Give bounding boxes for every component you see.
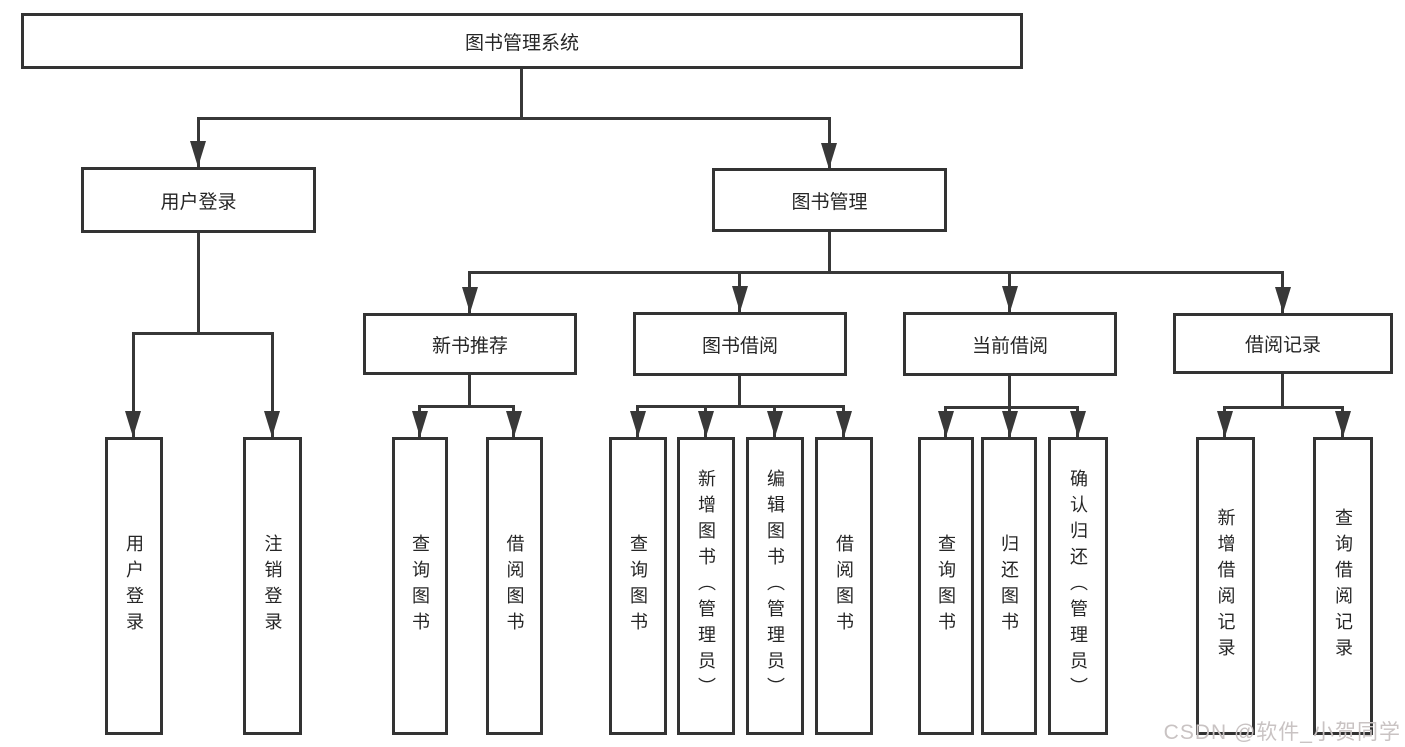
arrowhead-down-icon xyxy=(412,411,428,437)
leaf-logout: 注销登录 xyxy=(243,437,302,735)
leaf-user-login: 用户登录 xyxy=(105,437,163,735)
connector-line xyxy=(132,332,274,335)
connector-line xyxy=(520,69,523,120)
arrowhead-down-icon xyxy=(938,411,954,437)
connector-line xyxy=(132,332,135,437)
leaf-query-books-borrow: 查询图书 xyxy=(609,437,667,735)
arrowhead-down-icon xyxy=(1217,411,1233,437)
leaf-add-book-admin: 新增图书（管理员） xyxy=(677,437,735,735)
arrowhead-down-icon xyxy=(190,141,206,167)
arrowhead-down-icon xyxy=(1002,411,1018,437)
arrowhead-down-icon xyxy=(1335,411,1351,437)
connector-line xyxy=(1281,374,1284,409)
arrowhead-down-icon xyxy=(125,411,141,437)
node-root: 图书管理系统 xyxy=(21,13,1023,69)
node-current-borrow: 当前借阅 xyxy=(903,312,1117,376)
arrowhead-down-icon xyxy=(506,411,522,437)
connector-line xyxy=(738,376,741,408)
leaf-borrow-books-borrow: 借阅图书 xyxy=(815,437,873,735)
node-book-borrow: 图书借阅 xyxy=(633,312,847,376)
connector-line xyxy=(944,406,1079,409)
connector-line xyxy=(468,375,471,408)
connector-line xyxy=(1008,376,1011,409)
node-borrow-records: 借阅记录 xyxy=(1173,313,1393,374)
connector-line xyxy=(197,117,831,120)
connector-line xyxy=(828,232,831,274)
connector-line xyxy=(197,233,200,335)
leaf-query-books-recommend: 查询图书 xyxy=(392,437,448,735)
leaf-confirm-return-admin: 确认归还（管理员） xyxy=(1048,437,1108,735)
arrowhead-down-icon xyxy=(767,411,783,437)
leaf-return-book: 归还图书 xyxy=(981,437,1037,735)
arrowhead-down-icon xyxy=(732,286,748,312)
connector-line xyxy=(636,405,845,408)
connector-line xyxy=(468,271,1284,274)
arrowhead-down-icon xyxy=(264,411,280,437)
leaf-edit-book-admin: 编辑图书（管理员） xyxy=(746,437,804,735)
leaf-add-borrow-record: 新增借阅记录 xyxy=(1196,437,1255,735)
node-new-book-recommend: 新书推荐 xyxy=(363,313,577,375)
arrowhead-down-icon xyxy=(821,143,837,169)
arrowhead-down-icon xyxy=(630,411,646,437)
connector-line xyxy=(1223,406,1344,409)
node-user-login: 用户登录 xyxy=(81,167,316,233)
arrowhead-down-icon xyxy=(1275,287,1291,313)
connector-line xyxy=(418,405,515,408)
arrowhead-down-icon xyxy=(836,411,852,437)
node-book-management: 图书管理 xyxy=(712,168,947,232)
leaf-query-books-current: 查询图书 xyxy=(918,437,974,735)
arrowhead-down-icon xyxy=(462,287,478,313)
watermark-text: CSDN @软件_小贺同学 xyxy=(1163,721,1401,744)
connector-line xyxy=(271,332,274,437)
leaf-borrow-books-recommend: 借阅图书 xyxy=(486,437,543,735)
arrowhead-down-icon xyxy=(1070,411,1086,437)
arrowhead-down-icon xyxy=(698,411,714,437)
arrowhead-down-icon xyxy=(1002,286,1018,312)
leaf-query-borrow-record: 查询借阅记录 xyxy=(1313,437,1373,735)
